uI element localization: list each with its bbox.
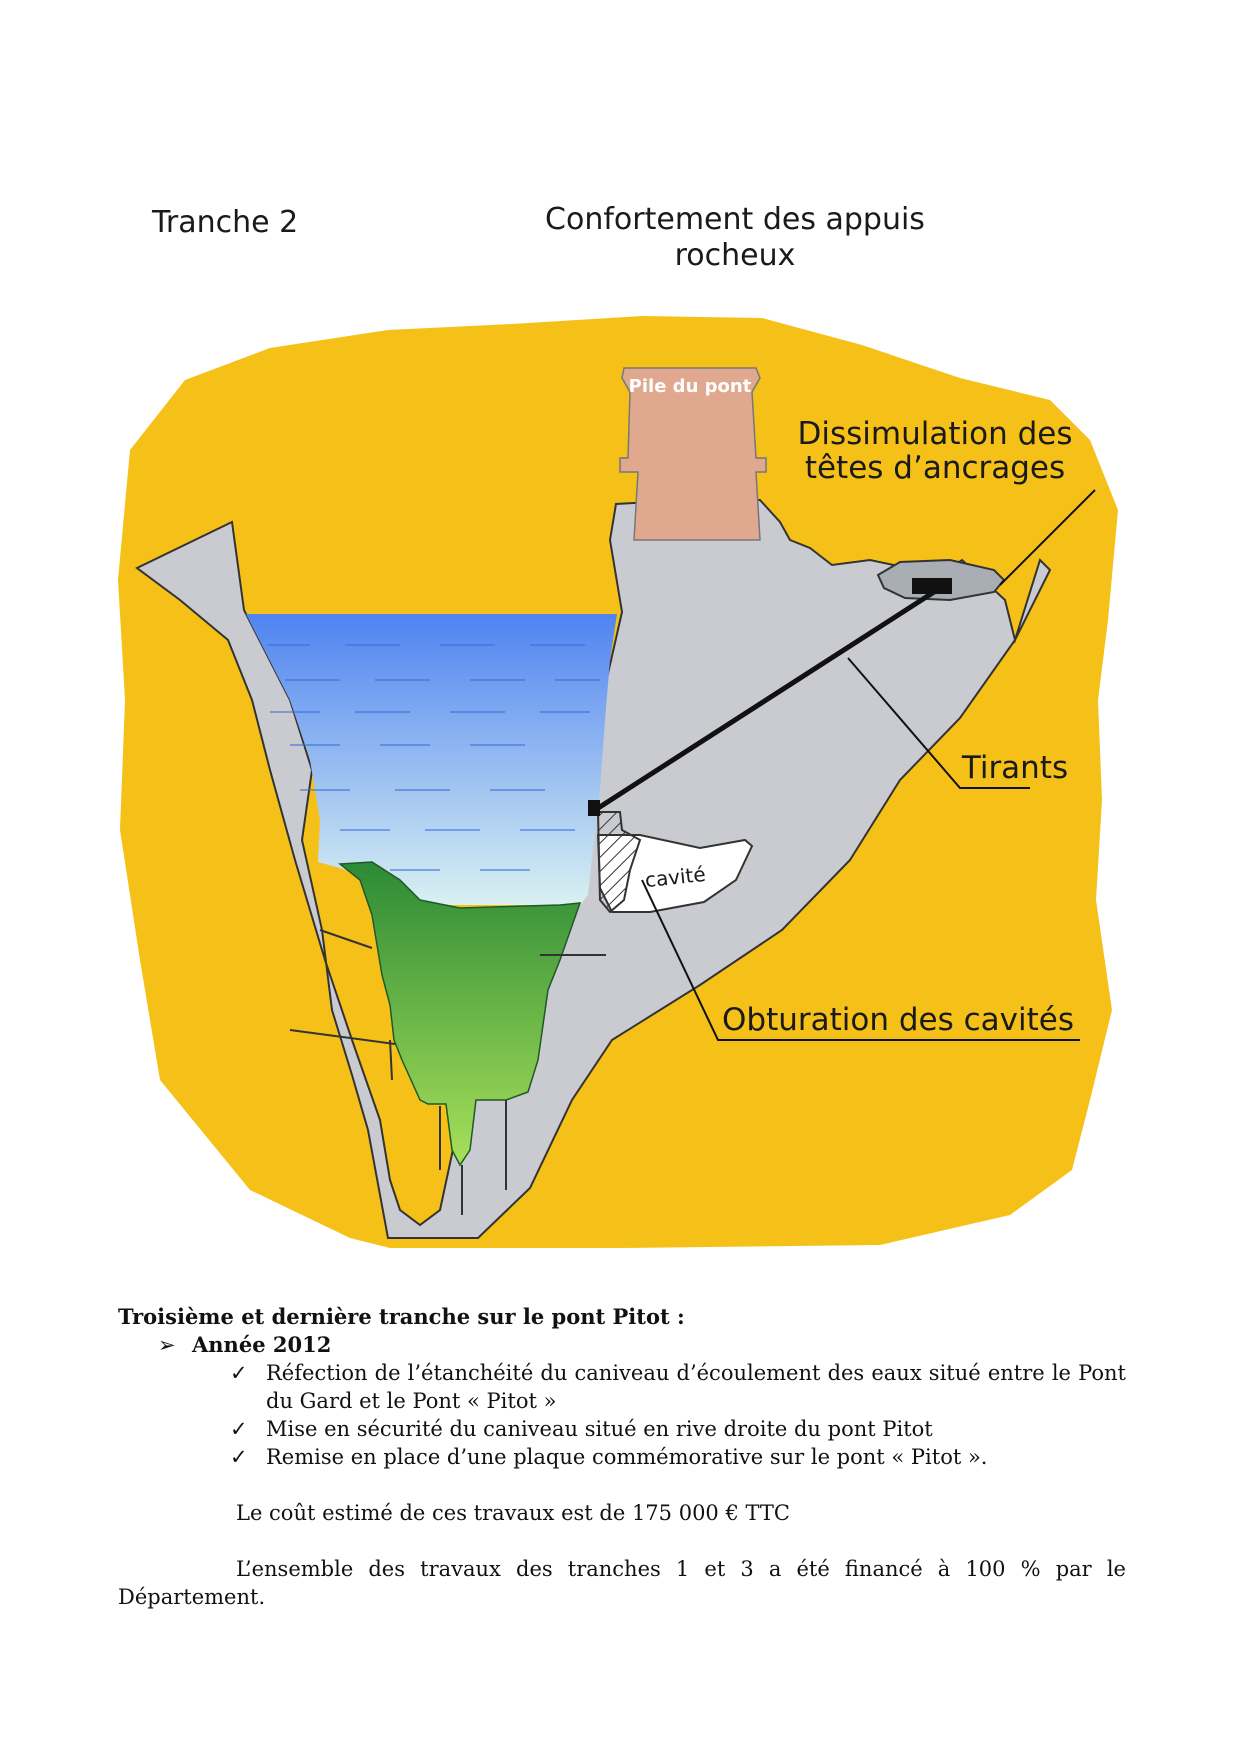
- water-ripples: [268, 644, 600, 871]
- anchor-head-bottom: [588, 800, 600, 816]
- list-item: ✓ Réfection de l’étanchéité du caniveau d…: [230, 1359, 1126, 1415]
- checkmark-icon: ✓: [230, 1417, 248, 1441]
- body-text: Troisième et dernière tranche sur le pon…: [118, 1303, 1126, 1611]
- cost-paragraph: Le coût estimé de ces travaux est de 175…: [236, 1501, 790, 1525]
- tranche-label: Tranche 2: [152, 205, 299, 240]
- list-item-text: Mise en sécurité du caniveau situé en ri…: [266, 1417, 933, 1441]
- tie-rod: [590, 589, 936, 815]
- page-title-line-2: rocheux: [674, 238, 796, 273]
- year-label: Année 2012: [192, 1332, 332, 1357]
- rock-reinforcement-diagram: Pile du pont Dissimulation des têtes d’a…: [118, 316, 1118, 1248]
- gray-rock: [135, 499, 1052, 1239]
- pile-label: Pile du pont: [629, 376, 752, 397]
- page-title-line-1: Confortement des appuis: [545, 202, 925, 237]
- year-bullet: ➢ Année 2012: [158, 1331, 1126, 1359]
- list-item-text: Remise en place d’une plaque commémorati…: [266, 1445, 988, 1469]
- funding-paragraph: L’ensemble des travaux des tranches 1 et…: [118, 1557, 1126, 1609]
- anchor-head-top: [912, 578, 952, 594]
- water: [246, 614, 617, 905]
- crack-fill: [338, 861, 582, 1167]
- tirants-label: Tirants: [961, 750, 1068, 786]
- work-items-list: ✓ Réfection de l’étanchéité du caniveau d…: [118, 1359, 1126, 1471]
- leader-lines: [641, 489, 1096, 1041]
- checkmark-icon: ✓: [230, 1445, 248, 1469]
- list-item: ✓ Mise en sécurité du caniveau situé en r…: [230, 1415, 1126, 1443]
- dissimulation-label-line-2: têtes d’ancrages: [805, 450, 1065, 486]
- dissimulation-label-line-1: Dissimulation des: [798, 416, 1073, 452]
- section-heading: Troisième et dernière tranche sur le pon…: [118, 1304, 685, 1329]
- bridge-pile: [619, 367, 767, 541]
- checkmark-icon: ✓: [230, 1361, 248, 1385]
- crack-lines: [289, 929, 606, 1215]
- cavity-hatch: [596, 811, 642, 914]
- list-item: ✓ Remise en place d’une plaque commémorat…: [230, 1443, 1126, 1471]
- list-item-text: Réfection de l’étanchéité du caniveau d’…: [266, 1361, 1126, 1413]
- obturation-label: Obturation des cavités: [722, 1002, 1074, 1038]
- page-title: Confortement des appuis rocheux: [500, 202, 970, 274]
- arrow-bullet-icon: ➢: [158, 1333, 176, 1357]
